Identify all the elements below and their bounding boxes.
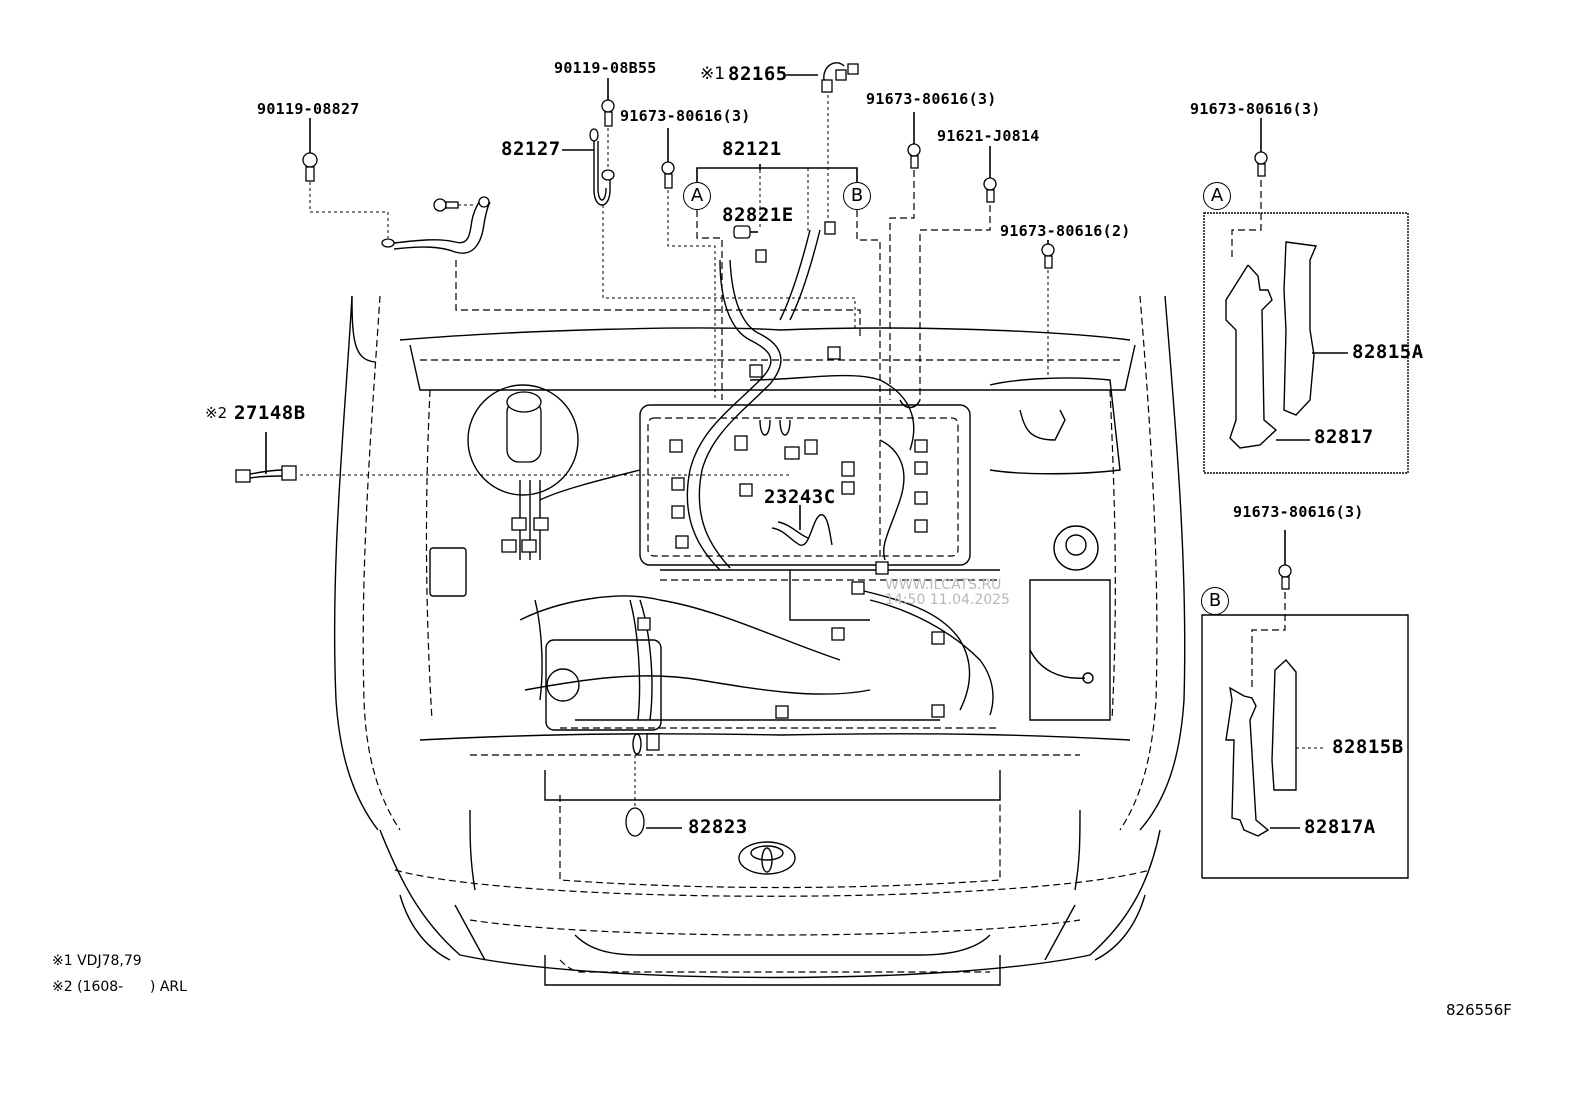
detail-callout-b: B — [1201, 587, 1229, 615]
part-label-82165[interactable]: 82165 — [728, 63, 788, 85]
part-label-27148B[interactable]: 27148B — [234, 402, 306, 424]
part-label-91673-80616-3-d[interactable]: 91673-80616(3) — [1233, 503, 1364, 521]
harness-27148B — [235, 432, 297, 483]
part-label-82121[interactable]: 82121 — [722, 138, 782, 160]
watermark-site: WWW.ILCATS.RU — [885, 577, 1002, 593]
footnote-1: ※1 VDJ78,79 — [52, 953, 142, 969]
watermark: WWW.ILCATS.RU 14:50 11.04.2025 — [885, 577, 1010, 609]
part-label-82127[interactable]: 82127 — [501, 138, 561, 160]
watermark-timestamp: 14:50 11.04.2025 — [885, 592, 1010, 609]
part-label-82823[interactable]: 82823 — [688, 816, 748, 838]
detail-callout-a: A — [1203, 182, 1231, 210]
callout-b[interactable]: B — [843, 182, 871, 210]
part-label-91673-80616-3-c[interactable]: 91673-80616(3) — [1190, 100, 1321, 118]
part-label-82815B[interactable]: 82815B — [1332, 736, 1404, 758]
harness-82121-leaders — [696, 62, 881, 560]
part-label-82821E[interactable]: 82821E — [722, 204, 794, 226]
part-label-82817A[interactable]: 82817A — [1304, 816, 1376, 838]
part-label-23243C[interactable]: 23243C — [764, 486, 836, 508]
part-label-90119-08827[interactable]: 90119-08827 — [257, 100, 360, 118]
toyota-emblem — [738, 841, 796, 875]
part-label-82817[interactable]: 82817 — [1314, 426, 1374, 448]
right-bolts — [300, 112, 1055, 476]
part-label-91673-80616-2[interactable]: 91673-80616(2) — [1000, 222, 1131, 240]
part-label-91673-80616-3-a[interactable]: 91673-80616(3) — [620, 107, 751, 125]
part-label-91621-J0814[interactable]: 91621-J0814 — [937, 127, 1040, 145]
detail-box-a — [1203, 118, 1409, 474]
footnote-2: ※2 (1608- ) ARL — [52, 979, 187, 995]
note-mark-1: ※1 — [700, 64, 726, 84]
engine-bay-components — [429, 377, 1121, 731]
battery-cable-parts — [302, 118, 861, 340]
note-mark-2: ※2 — [205, 404, 228, 422]
ground-strap-parts — [562, 78, 856, 400]
catalog-code: 826556F — [1446, 1001, 1512, 1019]
part-label-90119-08B55[interactable]: 90119-08B55 — [554, 59, 657, 77]
callout-a[interactable]: A — [683, 182, 711, 210]
detail-box-b — [1201, 530, 1409, 879]
part-label-82815A[interactable]: 82815A — [1352, 341, 1424, 363]
vehicle-body-outline — [333, 295, 1186, 986]
part-label-91673-80616-3-b[interactable]: 91673-80616(3) — [866, 90, 997, 108]
harness-wiring — [501, 221, 994, 837]
